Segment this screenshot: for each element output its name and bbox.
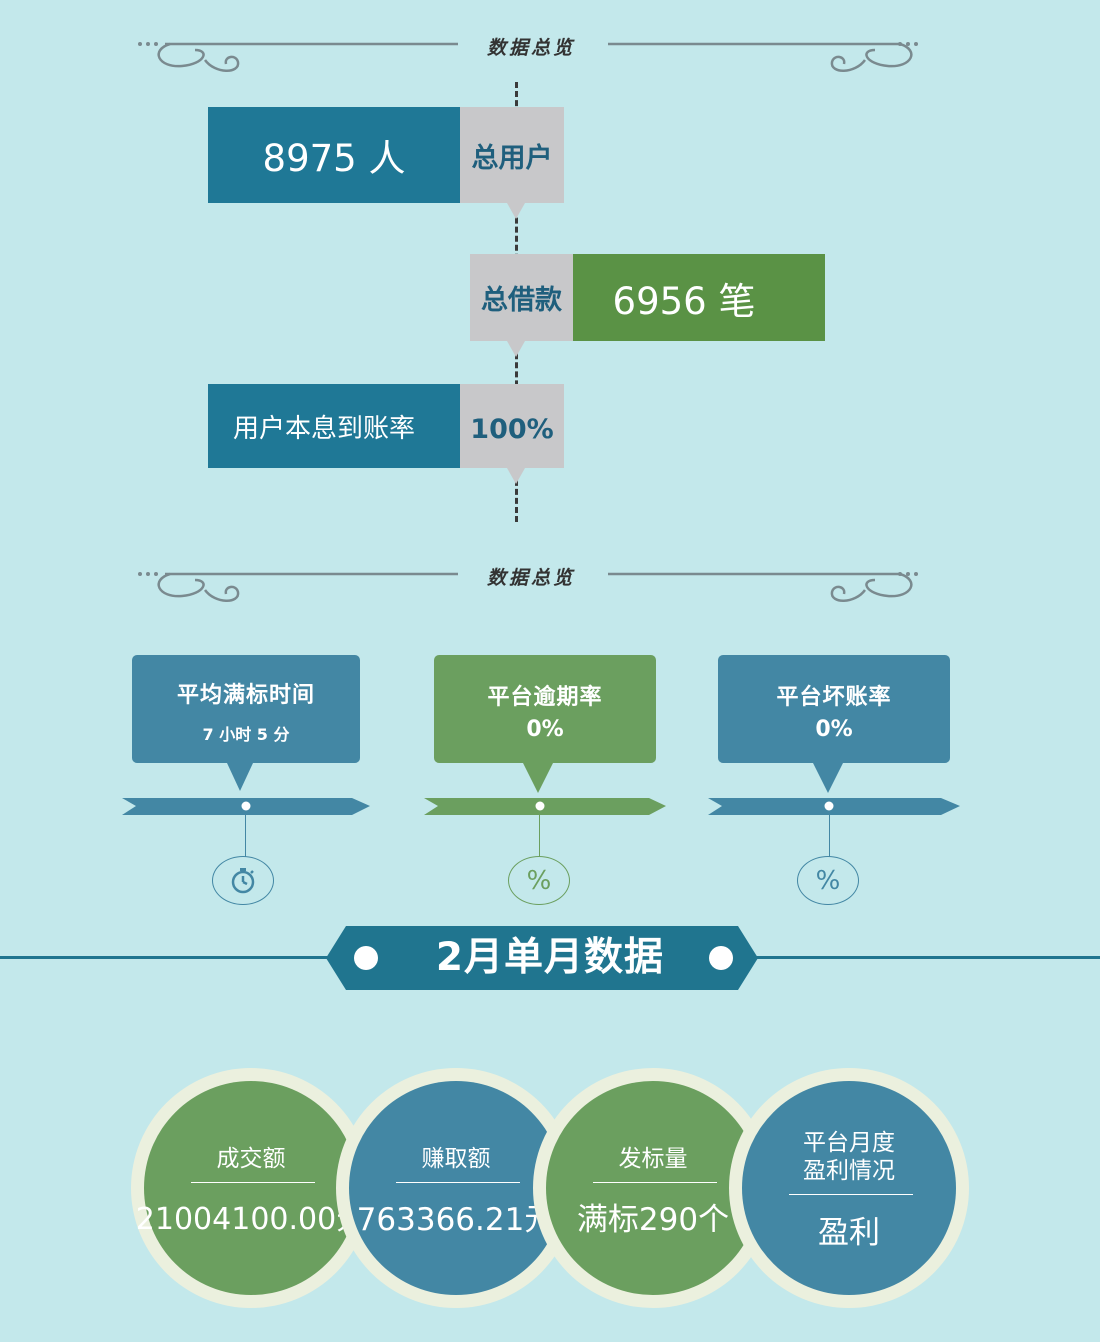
total-users-label: 总用户 [460, 107, 564, 203]
card-value: 7 小时 5 分 [202, 725, 290, 744]
banner-title: 2月单月数据 [435, 935, 665, 980]
banner-shape [326, 926, 758, 990]
total-users-value: 8975 人 [208, 107, 460, 203]
circle-divider [396, 1182, 520, 1183]
avg-fill-time-card: 平均满标时间 7 小时 5 分 [132, 655, 360, 763]
circle-value: 763366.21元 [356, 1202, 556, 1238]
circle-divider [191, 1182, 315, 1183]
connector-line [245, 812, 246, 857]
total-loans-label: 总借款 [470, 254, 573, 341]
repay-rate-value: 100% [460, 384, 564, 468]
ribbon-bar [122, 798, 370, 815]
circle-value: 盈利 [818, 1215, 880, 1251]
stopwatch-glyph [231, 867, 255, 893]
earned-amount-circle: 赚取额 763366.21元 [336, 1068, 576, 1308]
monthly-profit-circle: 平台月度 盈利情况 盈利 [729, 1068, 969, 1308]
circle-label-line: 平台月度 [803, 1130, 895, 1156]
circle-body: 成交额 21004100.00元 [136, 1081, 366, 1295]
overdue-rate-card: 平台逾期率 0% [434, 655, 656, 763]
pointer-arrow [507, 468, 525, 484]
section-title: 数据总览 [487, 37, 576, 59]
circle-label: 发标量 [618, 1146, 688, 1172]
circle-value: 21004100.00元 [135, 1202, 367, 1237]
connector-line [539, 812, 540, 857]
circle-label: 平台月度 盈利情况 [742, 1129, 956, 1185]
circle-body: 平台月度 盈利情况 盈利 [742, 1081, 956, 1295]
ribbon-bar [708, 798, 960, 815]
pointer-arrow [507, 341, 525, 357]
ornament-header-2: 数据总览 [0, 550, 1100, 610]
card-title: 平台坏账率 [776, 685, 892, 710]
circle-divider [789, 1194, 913, 1195]
total-loans-value: 6956 笔 [573, 254, 825, 341]
section-title: 数据总览 [487, 567, 576, 589]
circle-label-line: 盈利情况 [803, 1158, 895, 1184]
connector-line [829, 812, 830, 857]
card-value: 0% [526, 717, 564, 742]
bad-debt-rate-card: 平台坏账率 0% [718, 655, 950, 763]
circle-label: 赚取额 [421, 1146, 491, 1172]
stopwatch-icon [212, 856, 274, 905]
pointer-arrow [813, 763, 843, 793]
repay-rate-label: 用户本息到账率 [208, 384, 460, 468]
circle-label: 成交额 [216, 1146, 286, 1172]
pointer-arrow [523, 763, 553, 793]
ornament-header-1: 数据总览 [0, 20, 1100, 80]
circle-value: 满标290个 [576, 1202, 730, 1238]
circle-body: 发标量 满标290个 [546, 1081, 760, 1295]
ornament-scroll-icon [138, 572, 918, 602]
transaction-amount-circle: 成交额 21004100.00元 [131, 1068, 371, 1308]
ribbon-bar [424, 798, 666, 815]
card-value: 0% [815, 717, 853, 742]
pointer-arrow [507, 203, 525, 219]
circle-body: 赚取额 763366.21元 [349, 1081, 563, 1295]
pointer-arrow [227, 763, 253, 791]
ornament-scroll-icon [138, 42, 918, 72]
circle-divider [593, 1182, 717, 1183]
percent-icon: % [797, 856, 859, 905]
percent-icon: % [508, 856, 570, 905]
card-title: 平均满标时间 [176, 683, 315, 708]
card-title: 平台逾期率 [487, 685, 603, 710]
